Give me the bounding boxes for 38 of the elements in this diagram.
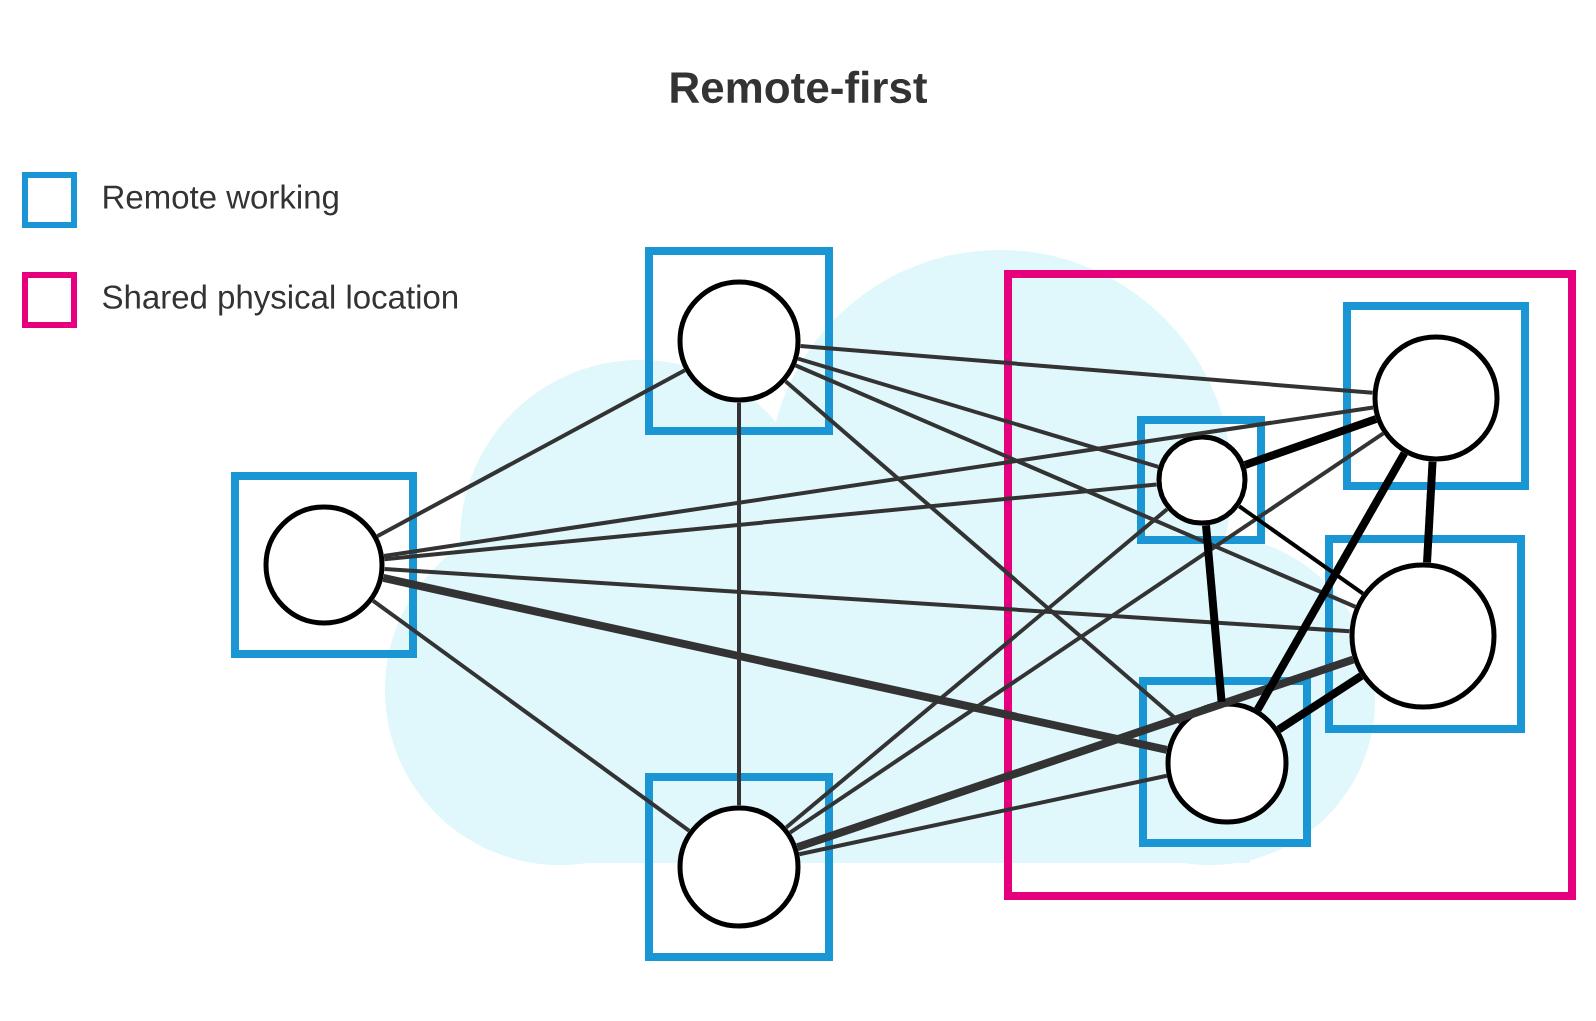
connection-line [1254, 451, 1408, 712]
connection-line [737, 402, 741, 806]
circle [1349, 562, 1497, 710]
connection-line [784, 379, 1182, 725]
connection-line [784, 507, 1169, 830]
square-frame [645, 247, 833, 435]
connection-line [796, 655, 1355, 852]
connection-line [376, 368, 686, 539]
connection-line [788, 431, 1385, 835]
square-frame [645, 773, 833, 961]
square-frame [1325, 535, 1525, 733]
legend-label: Remote working [104, 184, 338, 216]
connection-line [1243, 415, 1378, 469]
square-frame [1139, 677, 1311, 847]
circle [1156, 434, 1248, 526]
connection-line [371, 599, 691, 833]
title: Remote-first [671, 70, 927, 104]
circle [1372, 334, 1500, 462]
location-frame [1004, 270, 1576, 900]
connection-line [384, 566, 1350, 634]
connection-line [1276, 672, 1364, 733]
square-frame [1343, 302, 1529, 490]
square-frame [1137, 416, 1265, 544]
connection-line [794, 363, 1357, 609]
connection-line [800, 344, 1373, 395]
circle [1165, 701, 1289, 825]
connection-line [1238, 504, 1365, 596]
circle [263, 504, 385, 626]
circle [677, 279, 801, 403]
connection-line [798, 773, 1168, 857]
circle [677, 805, 801, 929]
connection-line [382, 574, 1168, 754]
connection-line [1202, 524, 1226, 703]
legend-label: Shared physical location [103, 284, 457, 316]
connection-line [797, 356, 1159, 469]
square-frame [231, 472, 417, 658]
connection-line [383, 405, 1374, 558]
connection-line [384, 482, 1157, 562]
